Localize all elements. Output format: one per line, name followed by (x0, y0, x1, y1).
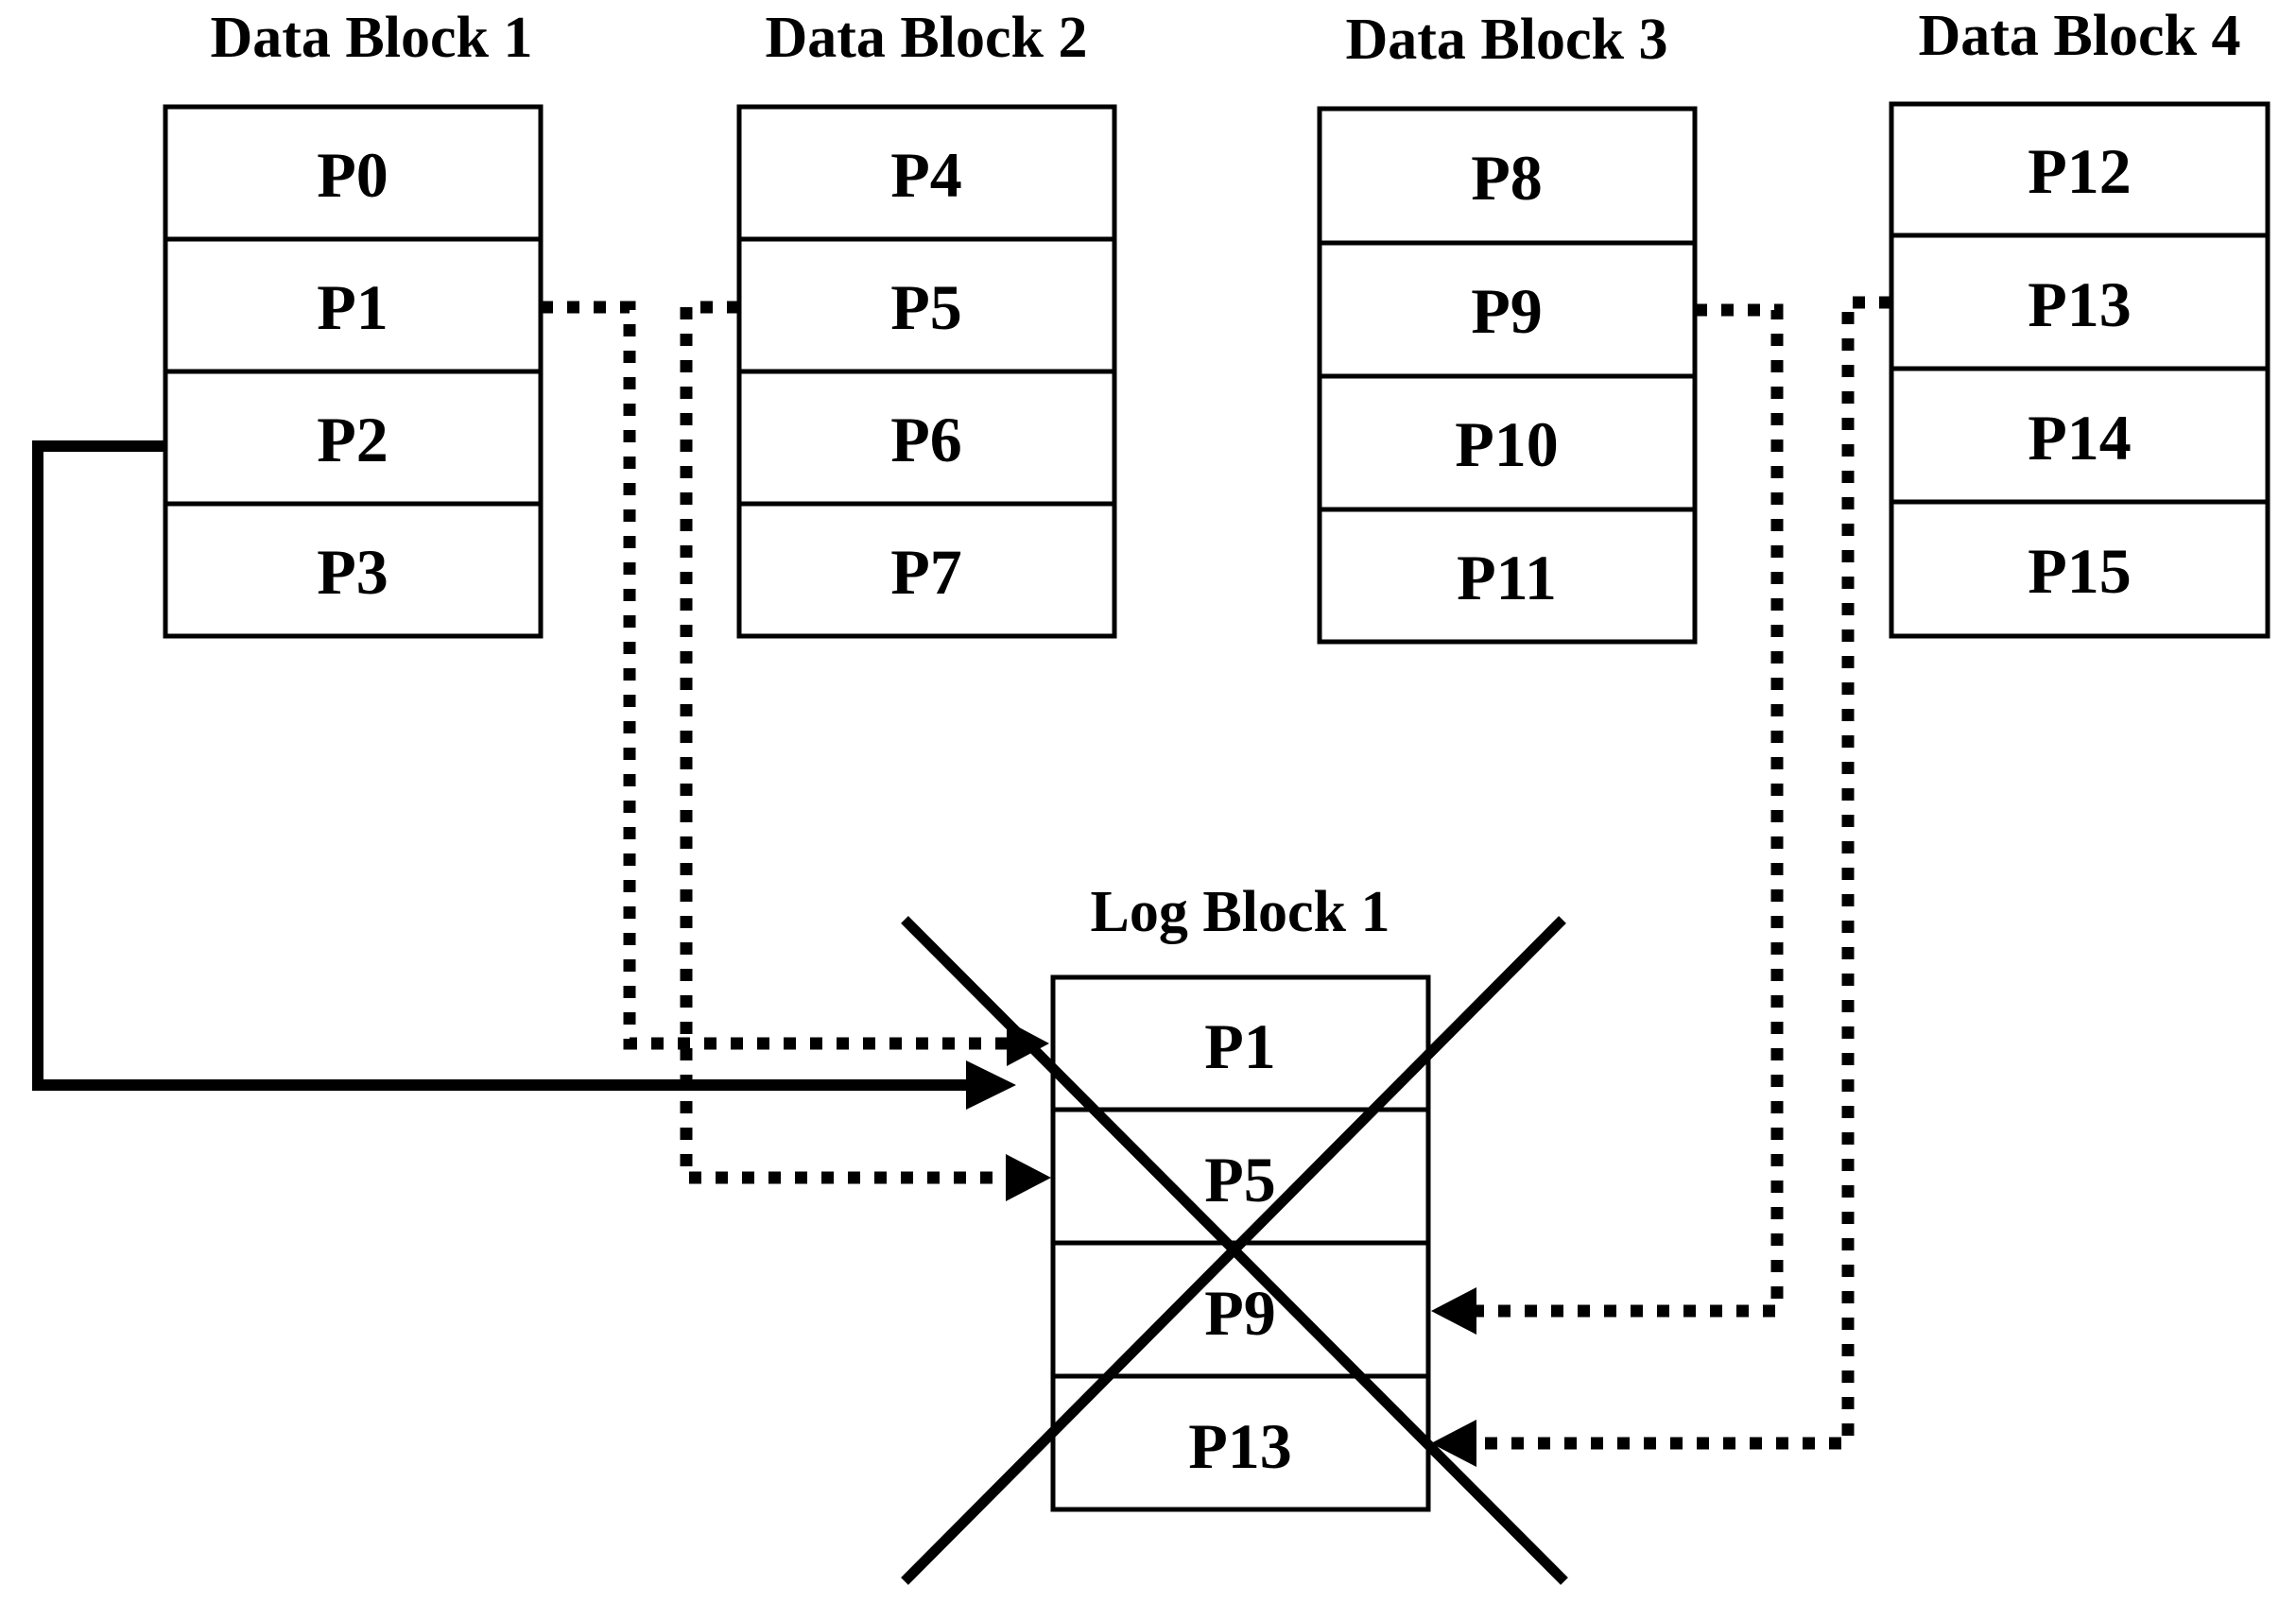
page-label: P0 (317, 139, 388, 211)
connector-db2-p5-to-log-p5 (680, 301, 1008, 1184)
page-cell (736, 501, 1117, 639)
page-label: P7 (890, 536, 962, 608)
page-cell (736, 104, 1117, 242)
page-label: P10 (1455, 408, 1559, 480)
page-label: P6 (890, 404, 962, 475)
page-cell (736, 369, 1117, 507)
page-label: P5 (890, 271, 962, 343)
data-block-title: Data Block 1 (211, 6, 533, 70)
connector-db1-p1-to-log-p1 (541, 301, 1010, 1050)
log-block-1: Log Block 1 P1 P5 P9 P13 (1050, 880, 1431, 1512)
page-cell (1889, 233, 2270, 371)
page-cell (163, 369, 544, 507)
data-block-title: Data Block 4 (1919, 4, 2241, 68)
page-label: P8 (1471, 142, 1543, 214)
page-label: P11 (1457, 542, 1557, 613)
page-label: P15 (2028, 535, 2132, 607)
page-label: P1 (317, 271, 388, 343)
log-block-title: Log Block 1 (1091, 880, 1390, 944)
data-block-3: Data Block 3 P8 P9 P10 P11 (1317, 8, 1698, 645)
page-label: P14 (2028, 402, 2132, 474)
page-cell (1889, 499, 2270, 639)
page-label: P5 (1204, 1144, 1276, 1215)
erase-cross-mark (901, 916, 1568, 1585)
connector-db1-p2-to-log-p1 (32, 440, 974, 1091)
connectors (32, 296, 1891, 1467)
arrowhead-db1-p2 (966, 1060, 1016, 1110)
page-cell (1050, 974, 1431, 1112)
data-block-title: Data Block 2 (766, 6, 1088, 70)
page-cell (1050, 1240, 1431, 1379)
page-cell (163, 104, 544, 242)
page-label: P13 (2028, 268, 2132, 340)
page-cell (1889, 366, 2270, 505)
data-block-title: Data Block 3 (1346, 8, 1668, 72)
arrowhead-db2-p5 (1006, 1154, 1051, 1201)
page-cell (736, 236, 1117, 374)
page-label: P9 (1471, 275, 1543, 347)
page-cell (163, 501, 544, 639)
connector-db3-p9-to-log-p9 (1475, 303, 1784, 1318)
page-label: P4 (890, 139, 962, 211)
page-label: P13 (1188, 1410, 1292, 1482)
page-label: P12 (2028, 135, 2132, 207)
connector-db4-p13-to-log-p13 (1475, 296, 1891, 1450)
page-label: P2 (317, 404, 388, 475)
data-block-2: Data Block 2 P4 P5 P6 P7 (736, 6, 1117, 639)
page-label: P1 (1204, 1010, 1276, 1082)
page-label: P9 (1204, 1277, 1276, 1349)
arrowhead-db3-p9 (1431, 1287, 1476, 1335)
page-cell (1317, 240, 1698, 379)
data-block-1: Data Block 1 P0 P1 P2 P3 (163, 6, 544, 639)
page-label: P3 (317, 536, 388, 608)
cross-line (901, 916, 1566, 1585)
page-cell (1317, 373, 1698, 512)
page-cell (1050, 1373, 1431, 1512)
arrowhead-db4-p13 (1431, 1420, 1476, 1467)
data-block-4: Data Block 4 P12 P13 P14 P15 (1889, 4, 2270, 639)
page-cell (1317, 507, 1698, 645)
